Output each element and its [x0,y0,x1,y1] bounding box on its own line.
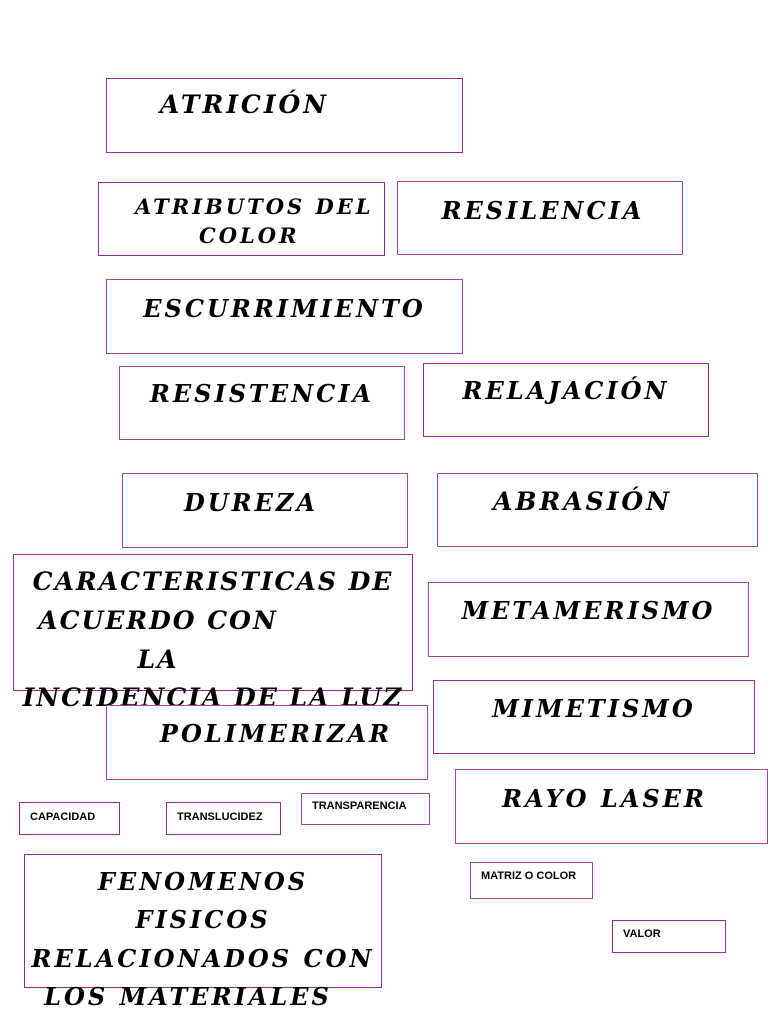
card-translucidez: TRANSLUCIDEZ [166,802,281,835]
card-label: CAPACIDAD [30,811,96,823]
card-label: TRANSPARENCIA [312,800,407,812]
card-label: MATRIZ O COLOR [481,870,577,882]
card-label: RELACIONADOS CON [31,943,375,973]
card-label: ACUERDO CON LA [38,605,278,674]
card-label: MIMETISMO [492,694,696,723]
card-transparencia: TRANSPARENCIA [301,793,430,825]
card-resistencia: RESISTENCIA [119,366,405,440]
card-dureza: DUREZA [122,473,408,548]
card-label: ABRASIÓN [492,487,673,516]
card-label: TRANSLUCIDEZ [177,811,263,823]
card-label: COLOR [199,222,300,248]
card-label: ESCURRIMIENTO [143,294,426,323]
card-atricion: ATRICIÓN [106,78,463,153]
card-atributos-del-color: ATRIBUTOS DEL COLOR [98,182,385,256]
card-label: ATRIBUTOS DEL [135,194,374,219]
card-capacidad: CAPACIDAD [19,802,120,835]
card-metamerismo: METAMERISMO [428,582,749,657]
card-mimetismo: MIMETISMO [433,680,755,754]
card-label: RAYO LASER [502,784,707,813]
card-abrasion: ABRASIÓN [437,473,758,547]
card-valor: VALOR [612,920,726,953]
card-matriz-o-color: MATRIZ O COLOR [470,862,593,899]
card-escurrimiento: ESCURRIMIENTO [106,279,463,354]
card-rayo-laser: RAYO LASER [455,769,768,844]
card-label: CARACTERISTICAS DE [32,567,394,596]
card-label: LOS MATERIALES [44,982,332,1012]
card-label: VALOR [623,928,661,940]
card-label: POLIMERIZAR [159,719,393,748]
card-fenomenos: FENOMENOS FISICOS RELACIONADOS CON LOS M… [24,854,382,1011]
card-label: METAMERISMO [461,596,716,625]
card-relajacion: RELAJACIÓN [423,363,709,437]
card-label: ATRICIÓN [159,90,330,119]
card-label: FENOMENOS FISICOS [97,867,309,935]
card-caracteristicas: CARACTERISTICAS DE ACUERDO CON LA INCIDE… [13,554,413,712]
card-label: DUREZA [183,488,319,517]
card-label: RELAJACIÓN [462,376,670,405]
card-resilencia: RESILENCIA [397,181,683,255]
card-polimerizar: POLIMERIZAR [106,705,428,780]
card-label: RESISTENCIA [149,379,375,408]
card-label: RESILENCIA [441,196,645,225]
